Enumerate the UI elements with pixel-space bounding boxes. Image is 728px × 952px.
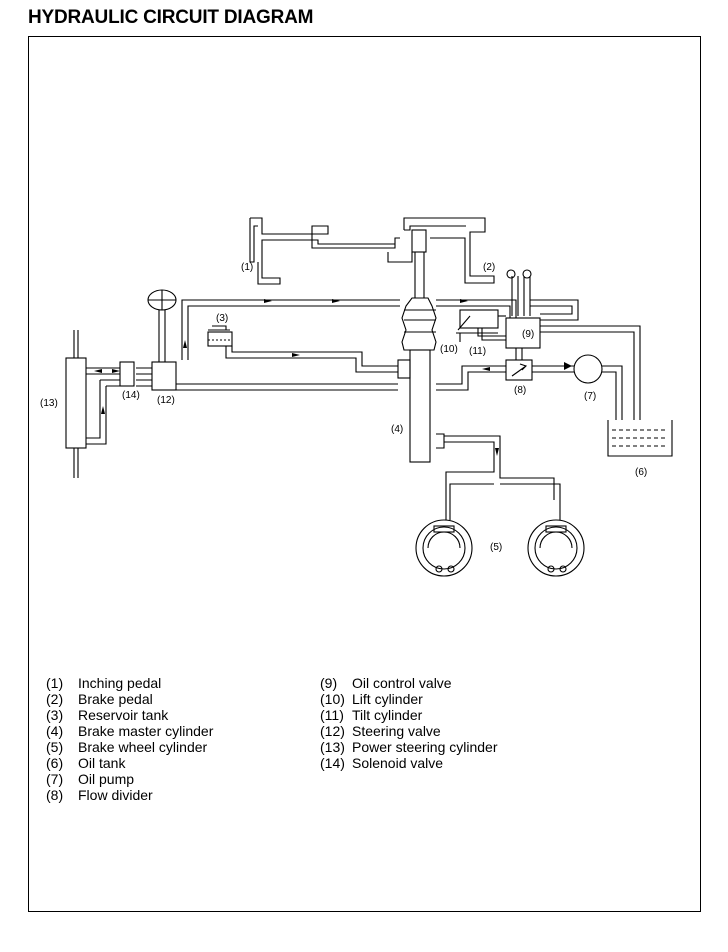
legend-item: (3) Reservoir tank [46, 707, 213, 723]
steering-wheel [147, 289, 177, 362]
legend-label: Brake pedal [78, 691, 153, 707]
oil-control-valve [505, 317, 541, 349]
callout-5: (5) [490, 542, 502, 553]
legend-label: Lift cylinder [352, 691, 423, 707]
legend-item: (7) Oil pump [46, 771, 213, 787]
page-title: HYDRAULIC CIRCUIT DIAGRAM [28, 7, 314, 28]
legend-item: (11) Tilt cylinder [320, 707, 498, 723]
inching-pedal [249, 217, 400, 285]
callout-3: (3) [216, 313, 228, 324]
legend-number: (12) [320, 723, 345, 739]
legend-number: (5) [46, 739, 64, 755]
legend-label: Brake master cylinder [78, 723, 214, 739]
callout-9: (9) [522, 329, 534, 340]
legend-item: (14) Solenoid valve [320, 755, 498, 771]
callout-13: (13) [40, 398, 58, 409]
legend-item: (6) Oil tank [46, 755, 213, 771]
legend-number: (6) [46, 755, 64, 771]
callout-labels: (1) (2) (3) (4) (5) (6) (7) (8) (9) (10)… [40, 262, 647, 553]
legend-label: Inching pedal [78, 675, 162, 691]
oil-pump [573, 354, 603, 384]
legend-right: (9)Oil control valve(10)Lift cylinder(11… [320, 675, 498, 771]
legend-item: (2) Brake pedal [46, 691, 213, 707]
legend-label: Solenoid valve [352, 755, 444, 771]
legend-label: Reservoir tank [78, 707, 169, 723]
legend-number: (2) [46, 691, 64, 707]
legend-item: (12) Steering valve [320, 723, 498, 739]
legend-label: Tilt cylinder [352, 707, 423, 723]
legend-item: (13) Power steering cylinder [320, 739, 498, 755]
legend-item: (10) Lift cylinder [320, 691, 498, 707]
legend-item: (5) Brake wheel cylinder [46, 739, 213, 755]
oil-tank [607, 420, 673, 457]
brake-pedal [387, 217, 495, 298]
solenoid-valve [119, 361, 135, 387]
legend-left: (1) Inching pedal (2) Brake pedal (3) Reservo… [46, 675, 213, 803]
legend-label: Brake wheel cylinder [78, 739, 208, 755]
callout-8: (8) [514, 385, 526, 396]
legend-item: (9) Oil control valve [320, 675, 498, 691]
callout-11: (11) [469, 346, 486, 357]
flow-arrows [94, 299, 572, 456]
brake-wheel-cylinder-right [527, 519, 585, 577]
legend-number: (3) [46, 707, 64, 723]
callout-1: (1) [241, 262, 253, 273]
reservoir-tank [207, 325, 233, 347]
legend-number: (13) [320, 739, 345, 755]
legend-label: Flow divider [78, 787, 153, 803]
legend-number: (9) [320, 675, 338, 691]
legend-number: (7) [46, 771, 64, 787]
legend-number: (8) [46, 787, 64, 803]
callout-2: (2) [483, 262, 495, 273]
brake-wheel-cylinder-left [415, 519, 473, 577]
legend-label: Oil control valve [352, 675, 452, 691]
power-steering-cylinder [65, 357, 87, 449]
legend-number: (14) [320, 755, 345, 771]
callout-10: (10) [440, 344, 458, 355]
callout-4: (4) [391, 424, 403, 435]
callout-7: (7) [584, 391, 596, 402]
legend-label: Oil pump [78, 771, 135, 787]
callout-12: (12) [157, 395, 175, 406]
legend-number: (1) [46, 675, 64, 691]
legend-label: Power steering cylinder [352, 739, 498, 755]
callout-14: (14) [122, 390, 140, 401]
steering-valve [151, 361, 177, 391]
legend-item: (8) Flow divider [46, 787, 213, 803]
callout-6: (6) [635, 467, 647, 478]
legend-number: (11) [320, 707, 344, 723]
legend-item: (4) Brake master cylinder [46, 723, 213, 739]
legend-item: (1) Inching pedal [46, 675, 213, 691]
legend-number: (10) [320, 691, 345, 707]
legend-number: (4) [46, 723, 64, 739]
legend-label: Steering valve [352, 723, 441, 739]
brake-master-cylinder [397, 297, 445, 463]
legend-label: Oil tank [78, 755, 126, 771]
diagram-frame [28, 36, 701, 912]
flow-divider [505, 359, 533, 381]
